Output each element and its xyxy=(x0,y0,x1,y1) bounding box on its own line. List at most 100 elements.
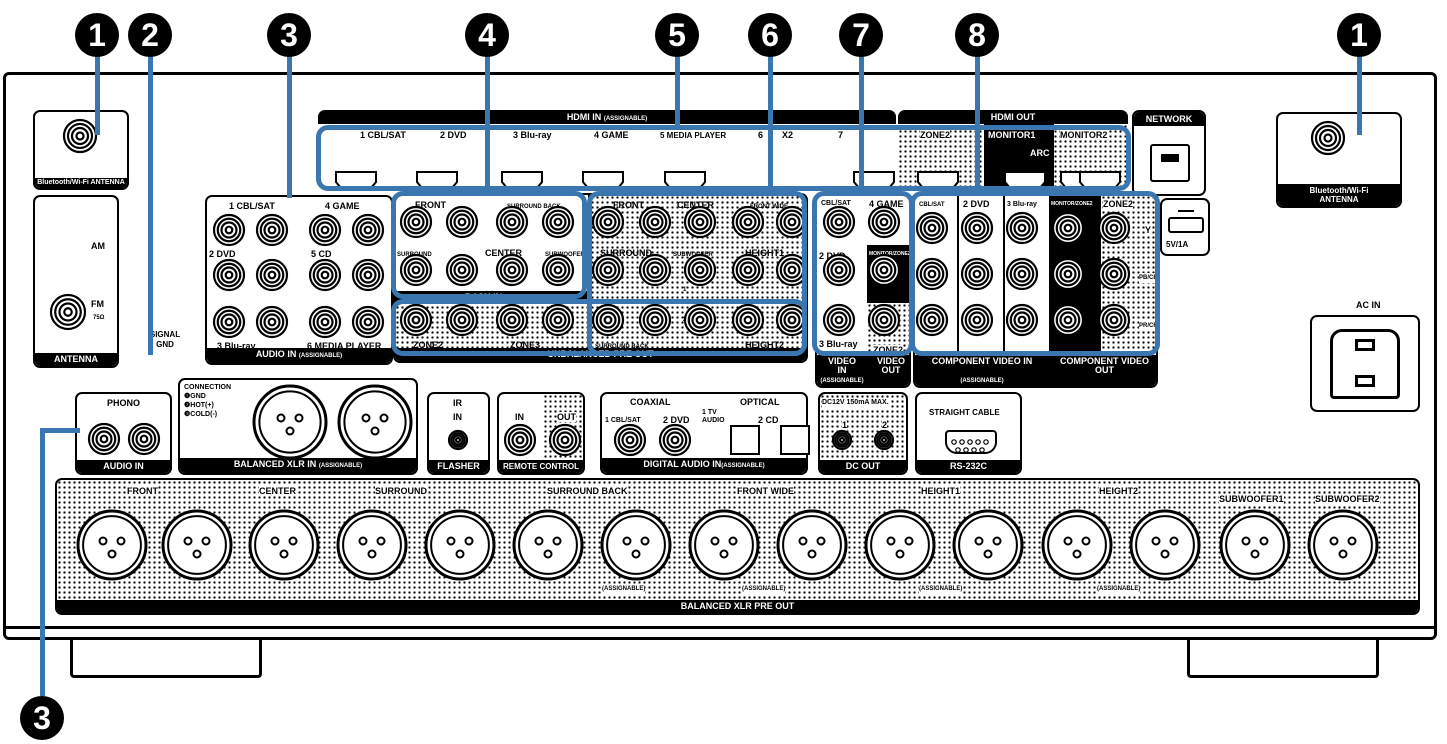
audio-in-jack[interactable] xyxy=(255,305,289,339)
audio-in-jack[interactable] xyxy=(212,213,246,247)
ch71-in-jack[interactable] xyxy=(495,253,529,287)
video-in-label: CBL/SAT xyxy=(821,200,851,207)
pre-out-label: SUBWOOFER xyxy=(673,252,713,258)
xlr-in-jack[interactable] xyxy=(252,384,328,460)
ch71-in-jack[interactable] xyxy=(541,205,575,239)
video-jack[interactable] xyxy=(822,205,856,239)
pre-out-jack[interactable] xyxy=(541,303,575,337)
pre-out-jack[interactable] xyxy=(591,253,625,287)
component-jack[interactable] xyxy=(915,211,949,245)
xlr-in-jack[interactable] xyxy=(337,384,413,460)
audio-in-jack[interactable] xyxy=(308,258,342,292)
pre-out-jack[interactable] xyxy=(495,303,529,337)
audio-in-jack[interactable] xyxy=(308,213,342,247)
xlr-out-jack[interactable] xyxy=(76,509,148,581)
video-jack[interactable] xyxy=(867,253,901,287)
remote-jack[interactable] xyxy=(548,423,582,457)
pre-out-jack[interactable] xyxy=(683,303,717,337)
pre-out-jack[interactable] xyxy=(638,205,672,239)
xlr-out-jack[interactable] xyxy=(864,509,936,581)
remote-jack[interactable] xyxy=(503,423,537,457)
coaxial-jack[interactable] xyxy=(658,423,692,457)
xlr-out-jack[interactable] xyxy=(952,509,1024,581)
phono-jack[interactable] xyxy=(87,422,121,456)
xlr-out-jack[interactable] xyxy=(776,509,848,581)
audio-in-jack[interactable] xyxy=(351,305,385,339)
ch71-in-jack[interactable] xyxy=(399,205,433,239)
component-jack[interactable] xyxy=(1051,211,1085,245)
dc-out-jack[interactable] xyxy=(831,429,853,451)
xlr-out-jack[interactable] xyxy=(1041,509,1113,581)
hdmi-in-title: HDMI IN xyxy=(566,112,602,122)
component-jack[interactable] xyxy=(1097,211,1131,245)
audio-in-jack[interactable] xyxy=(351,258,385,292)
xlr-out-jack[interactable] xyxy=(688,509,760,581)
rs232c-port[interactable] xyxy=(945,430,997,454)
pre-out-jack[interactable] xyxy=(683,205,717,239)
pre-out-jack[interactable] xyxy=(731,253,765,287)
ch71-in-jack[interactable] xyxy=(541,253,575,287)
audio-in-jack[interactable] xyxy=(212,305,246,339)
xlr-out-jack[interactable] xyxy=(1307,509,1379,581)
bt-antenna-right-jack[interactable] xyxy=(1310,120,1346,156)
pre-out-jack[interactable] xyxy=(591,205,625,239)
xlr-out-jack[interactable] xyxy=(1129,509,1201,581)
digital-in-label: 2 CD xyxy=(758,415,779,425)
pre-out-jack[interactable] xyxy=(683,253,717,287)
pre-out-jack[interactable] xyxy=(399,303,433,337)
video-jack[interactable] xyxy=(822,303,856,337)
audio-in-jack[interactable] xyxy=(308,305,342,339)
pre-out-jack[interactable] xyxy=(731,303,765,337)
usb-port[interactable] xyxy=(1168,217,1204,233)
xlr-out-group-label: CENTER xyxy=(259,486,297,496)
pre-out-jack[interactable] xyxy=(775,303,809,337)
phono-panel: PHONO AUDIO IN xyxy=(75,392,172,475)
pre-out-jack[interactable] xyxy=(775,253,809,287)
optical-port[interactable] xyxy=(780,425,810,455)
dc-out-jack[interactable] xyxy=(873,429,895,451)
video-jack[interactable] xyxy=(822,253,856,287)
ch71-in-jack[interactable] xyxy=(495,205,529,239)
component-jack[interactable] xyxy=(1097,257,1131,291)
component-jack[interactable] xyxy=(960,257,994,291)
xlr-out-jack[interactable] xyxy=(248,509,320,581)
ch71-in-jack[interactable] xyxy=(445,253,479,287)
audio-in-jack[interactable] xyxy=(255,258,289,292)
component-jack[interactable] xyxy=(1005,303,1039,337)
pre-out-jack[interactable] xyxy=(638,253,672,287)
audio-in-jack[interactable] xyxy=(212,258,246,292)
ethernet-port[interactable] xyxy=(1150,144,1190,182)
xlr-out-jack[interactable] xyxy=(1219,509,1291,581)
component-jack[interactable] xyxy=(1051,303,1085,337)
xlr-out-jack[interactable] xyxy=(424,509,496,581)
component-jack[interactable] xyxy=(960,303,994,337)
audio-in-jack[interactable] xyxy=(351,213,385,247)
pre-out-jack[interactable] xyxy=(445,303,479,337)
coaxial-jack[interactable] xyxy=(613,423,647,457)
pre-out-jack[interactable] xyxy=(731,205,765,239)
fm-antenna-jack[interactable] xyxy=(49,293,87,331)
phono-jack[interactable] xyxy=(127,422,161,456)
component-jack[interactable] xyxy=(915,257,949,291)
component-jack[interactable] xyxy=(1005,211,1039,245)
video-jack[interactable] xyxy=(867,205,901,239)
xlr-out-jack[interactable] xyxy=(161,509,233,581)
component-jack[interactable] xyxy=(1051,257,1085,291)
pre-out-jack[interactable] xyxy=(591,303,625,337)
ch71-in-jack[interactable] xyxy=(445,205,479,239)
bt-antenna-left-jack[interactable] xyxy=(62,118,98,154)
component-jack[interactable] xyxy=(960,211,994,245)
audio-in-jack[interactable] xyxy=(255,213,289,247)
xlr-out-jack[interactable] xyxy=(336,509,408,581)
component-jack[interactable] xyxy=(1097,303,1131,337)
pre-out-jack[interactable] xyxy=(638,303,672,337)
flasher-jack[interactable] xyxy=(447,429,469,451)
component-jack[interactable] xyxy=(1005,257,1039,291)
ac-in-socket[interactable] xyxy=(1310,315,1420,412)
component-jack[interactable] xyxy=(915,303,949,337)
xlr-out-jack[interactable] xyxy=(600,509,672,581)
optical-port[interactable] xyxy=(730,425,760,455)
xlr-out-jack[interactable] xyxy=(512,509,584,581)
ch71-in-jack[interactable] xyxy=(399,253,433,287)
video-jack[interactable] xyxy=(867,303,901,337)
